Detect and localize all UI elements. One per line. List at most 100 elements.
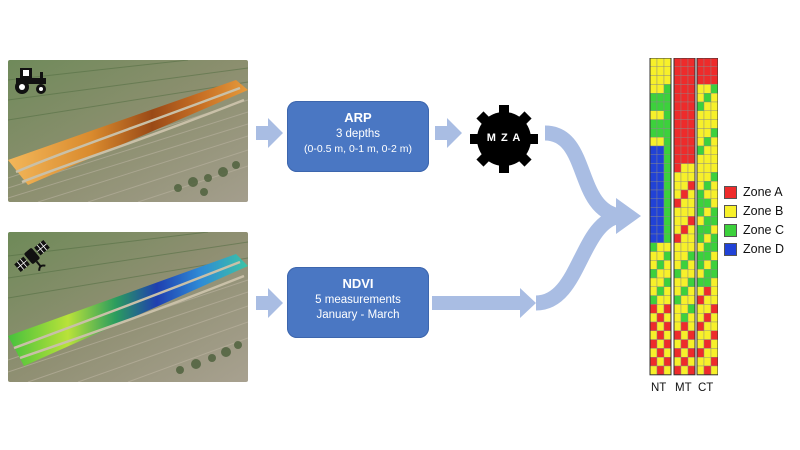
legend-swatch xyxy=(724,204,737,218)
zone-cell xyxy=(649,93,658,103)
zone-cell xyxy=(673,348,682,358)
zone-cell xyxy=(710,339,718,349)
zone-cell xyxy=(696,145,705,156)
zone-cell xyxy=(663,110,672,120)
zone-cell xyxy=(656,348,665,358)
column-label-ct: CT xyxy=(698,382,714,394)
zone-cell xyxy=(673,93,682,103)
arrow-ndvi-to-merge xyxy=(432,288,536,318)
zone-cell xyxy=(673,268,682,279)
zone-cell xyxy=(680,172,689,182)
zone-cell xyxy=(710,163,718,173)
zone-cell xyxy=(696,119,705,129)
zone-cell xyxy=(687,93,696,103)
zone-cell xyxy=(696,286,705,296)
zone-cell xyxy=(696,277,705,288)
zone-cell xyxy=(687,172,696,182)
zone-cell xyxy=(703,93,712,103)
zone-cell xyxy=(687,295,696,305)
zone-cell xyxy=(696,321,705,332)
zone-grid xyxy=(649,58,718,376)
arrow-to-zones xyxy=(616,198,641,234)
zone-cell xyxy=(649,145,658,156)
zone-cell xyxy=(680,93,689,103)
legend-item-zone-d: Zone D xyxy=(724,242,784,256)
zone-cell xyxy=(680,295,689,305)
zone-cell xyxy=(673,136,682,147)
zone-cell xyxy=(649,233,658,244)
zone-cell xyxy=(687,101,696,112)
zone-cell xyxy=(703,216,712,226)
zone-cell xyxy=(696,66,705,76)
zone-cell xyxy=(673,251,682,261)
zone-cell xyxy=(680,163,689,173)
zone-cell xyxy=(703,154,712,164)
zone-cell xyxy=(687,198,696,208)
zone-cell xyxy=(649,75,658,85)
zone-cell xyxy=(649,128,658,138)
zone-cell xyxy=(703,312,712,323)
tractor-icon xyxy=(12,64,50,96)
zone-cell xyxy=(703,207,712,217)
ndvi-title: NDVI xyxy=(342,276,374,291)
zone-cell xyxy=(710,268,718,279)
zone-cell xyxy=(703,242,712,252)
zone-cell xyxy=(696,58,705,68)
zone-cell xyxy=(710,93,718,103)
zone-cell xyxy=(687,312,696,323)
zone-cell xyxy=(656,207,665,217)
zone-cell xyxy=(656,189,665,200)
zone-cell xyxy=(656,84,665,94)
zone-cell xyxy=(649,207,658,217)
zone-cell xyxy=(703,339,712,349)
zone-cell xyxy=(673,128,682,138)
zone-cell xyxy=(649,110,658,120)
ndvi-aerial-map xyxy=(8,232,248,382)
zone-cell xyxy=(663,128,672,138)
zone-cell xyxy=(656,75,665,85)
zone-cell xyxy=(649,312,658,323)
zone-cell xyxy=(656,242,665,252)
zone-cell xyxy=(656,216,665,226)
zone-cell xyxy=(649,286,658,296)
zone-cell xyxy=(656,365,665,376)
zone-cell xyxy=(710,75,718,85)
zone-cell xyxy=(696,110,705,120)
zone-cell xyxy=(680,286,689,296)
zone-cell xyxy=(673,110,682,120)
zone-cell xyxy=(687,154,696,164)
column-label-nt: NT xyxy=(651,382,667,394)
zone-cell xyxy=(703,251,712,261)
zone-cell xyxy=(680,84,689,94)
zone-cell xyxy=(656,357,665,367)
ndvi-line2: January - March xyxy=(316,309,400,321)
zone-cell xyxy=(703,233,712,244)
zone-cell xyxy=(656,163,665,173)
zone-cell xyxy=(680,198,689,208)
zone-cell xyxy=(663,136,672,147)
zone-cell xyxy=(673,66,682,76)
zone-cell xyxy=(663,101,672,112)
zone-cell xyxy=(673,180,682,191)
zone-cell xyxy=(680,180,689,191)
zone-cell xyxy=(696,163,705,173)
zone-cell xyxy=(656,93,665,103)
zone-column-frame xyxy=(673,58,696,376)
zone-cell xyxy=(696,312,705,323)
zone-cell xyxy=(710,198,718,208)
zone-cell xyxy=(703,189,712,200)
zone-cell xyxy=(649,101,658,112)
zone-cell xyxy=(649,224,658,235)
gear-icon: M Z A xyxy=(465,104,543,174)
zone-cell xyxy=(649,295,658,305)
zone-cell xyxy=(649,304,658,314)
zone-cell xyxy=(673,365,682,376)
zone-cell xyxy=(687,251,696,261)
zone-cell xyxy=(673,163,682,173)
zone-cell xyxy=(663,66,672,76)
zone-cell xyxy=(680,216,689,226)
zone-cell xyxy=(703,136,712,147)
zone-cell xyxy=(696,330,705,340)
zone-cell xyxy=(663,339,672,349)
zone-cell xyxy=(680,101,689,112)
